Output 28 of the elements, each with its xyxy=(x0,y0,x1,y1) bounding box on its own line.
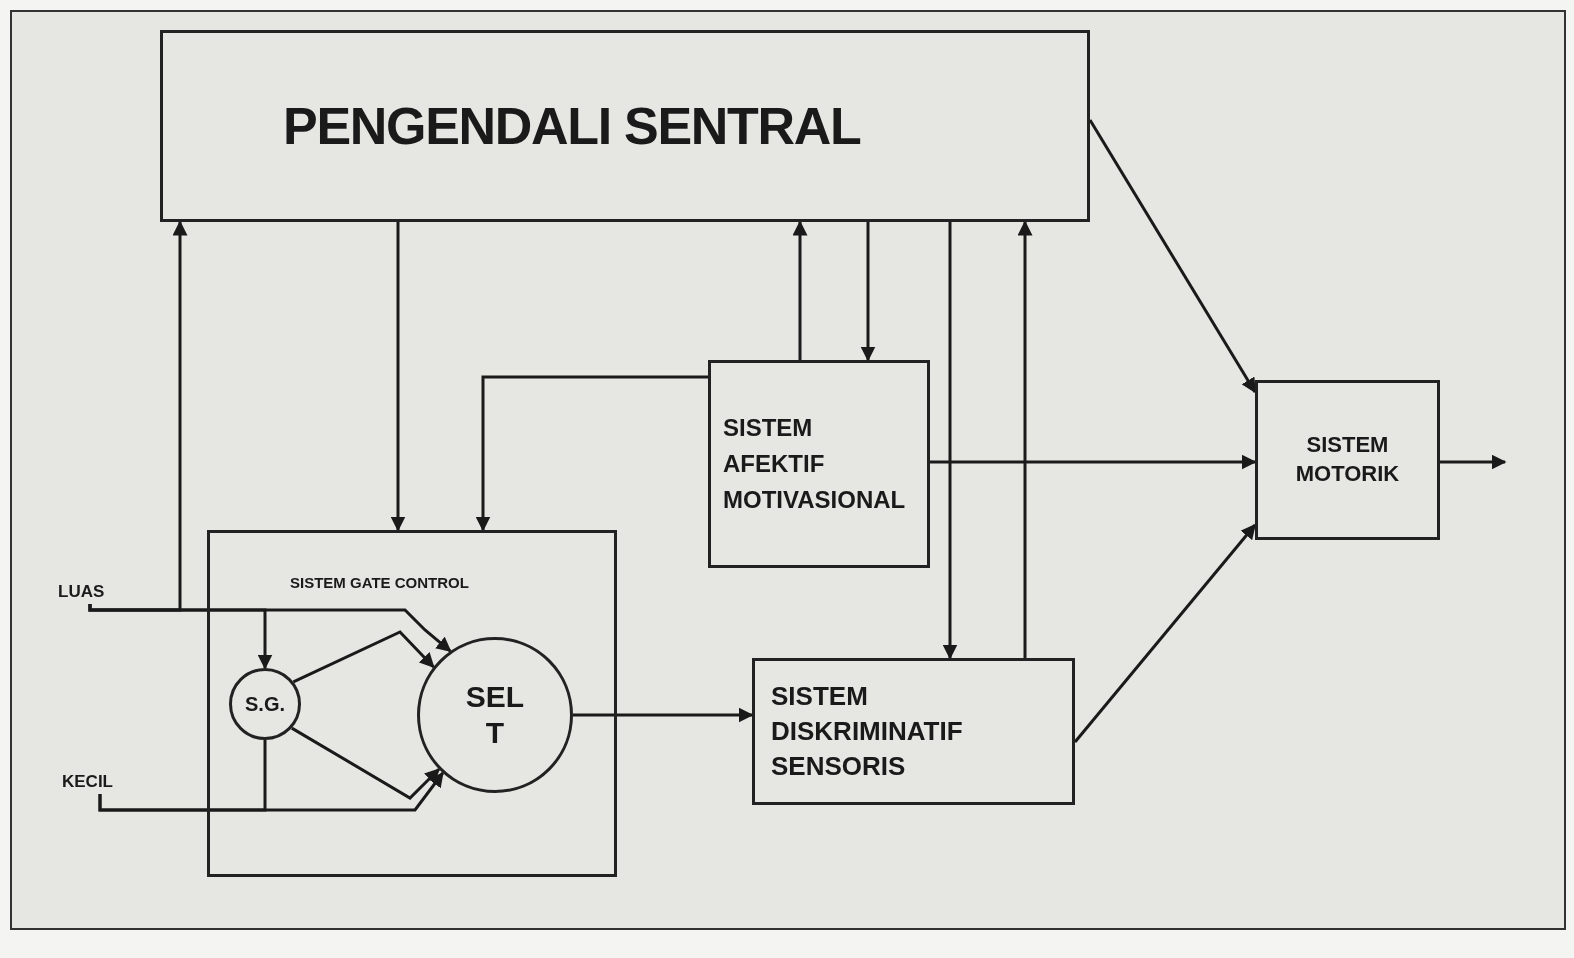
arrow xyxy=(942,222,958,660)
arrow xyxy=(860,222,876,362)
node-label: SEL T xyxy=(464,679,526,751)
node-label: S.G. xyxy=(245,692,285,717)
arrow xyxy=(1088,119,1257,394)
node-label: PENGENDALI SENTRAL xyxy=(283,96,861,157)
group-box xyxy=(207,530,617,877)
arrow xyxy=(475,375,708,532)
node-label: SISTEM AFEKTIF MOTIVASIONAL xyxy=(723,413,907,515)
node-label: LUAS xyxy=(58,581,105,604)
arrow xyxy=(88,604,273,670)
arrow xyxy=(1073,523,1257,743)
arrow xyxy=(792,220,808,360)
node-label: KECIL xyxy=(62,771,113,794)
arrow xyxy=(292,630,435,684)
process-box xyxy=(160,30,1090,222)
arrow xyxy=(291,726,440,800)
arrow xyxy=(1440,454,1507,470)
group-heading: SISTEM GATE CONTROL xyxy=(290,574,469,591)
node-label: SISTEM MOTORIK xyxy=(1294,431,1401,488)
arrow xyxy=(1017,220,1033,658)
node-label: SISTEM DISKRIMINATIF SENSORIS xyxy=(771,679,964,784)
arrow xyxy=(390,222,406,532)
process-box xyxy=(1255,380,1440,540)
arrow xyxy=(573,707,754,723)
process-box xyxy=(752,658,1075,805)
arrow xyxy=(930,454,1257,470)
process-box xyxy=(708,360,930,568)
